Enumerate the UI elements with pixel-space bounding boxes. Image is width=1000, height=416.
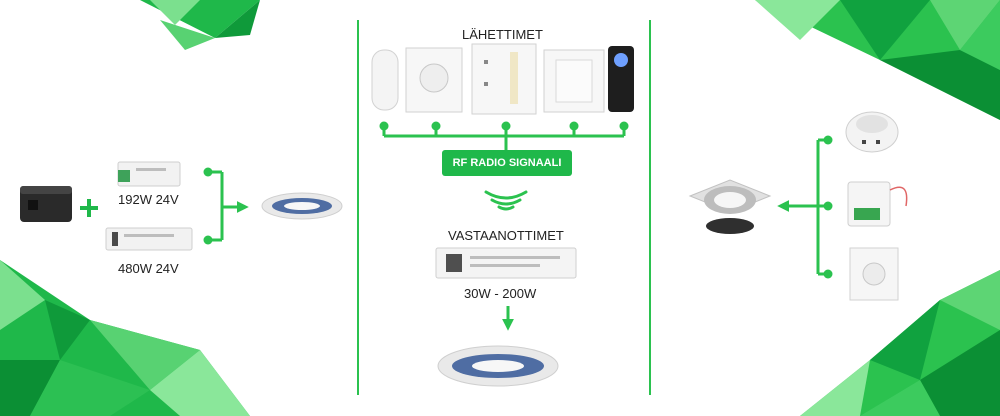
rf-signal-badge: RF RADIO SIGNAALI	[442, 150, 572, 176]
downlight-image	[688, 179, 772, 234]
connector-dot	[203, 167, 213, 177]
round-receiver-image	[845, 111, 899, 153]
corner-decoration-top-left	[140, 0, 260, 50]
connector-dot	[203, 235, 213, 245]
left-connector	[208, 170, 249, 242]
connector-dot	[379, 121, 389, 131]
plus-icon	[80, 199, 98, 217]
connector-dot	[619, 121, 629, 131]
receivers-title: VASTAANOTTIMET	[448, 228, 564, 243]
receiver-range-label: 30W - 200W	[464, 286, 537, 301]
wifi-signal-icon	[484, 190, 528, 211]
module-receiver-image	[847, 181, 908, 227]
connector-dot	[431, 121, 441, 131]
connector-dot	[823, 269, 833, 279]
corner-decoration-bottom-left	[0, 260, 250, 416]
connector-dot	[823, 201, 833, 211]
connector-dot	[501, 121, 511, 131]
transmitters-title: LÄHETTIMET	[462, 27, 543, 42]
led-strip-image-left	[261, 192, 343, 220]
corner-decoration-top-right	[755, 0, 1000, 120]
led-strip-image-center	[437, 345, 559, 387]
supply-label-bottom: 480W 24V	[118, 261, 179, 276]
touch-panel-image	[471, 43, 537, 115]
connector-dot	[823, 135, 833, 145]
power-adapter-image	[20, 186, 72, 222]
remote-fob-image	[371, 49, 399, 111]
supply-label-top: 192W 24V	[118, 192, 179, 207]
rocker-switch-panel-image	[543, 49, 605, 113]
power-supply-480w-image	[105, 227, 193, 251]
connector-dot	[569, 121, 579, 131]
corner-decoration-bottom-right	[800, 270, 1000, 416]
receiver-controller-image	[435, 247, 577, 279]
rotary-dimmer-panel-image	[405, 47, 463, 113]
wall-dimmer-image	[849, 247, 899, 301]
right-connector	[777, 138, 828, 276]
rgb-remote-image	[608, 46, 634, 112]
power-supply-192w-image	[117, 161, 181, 187]
